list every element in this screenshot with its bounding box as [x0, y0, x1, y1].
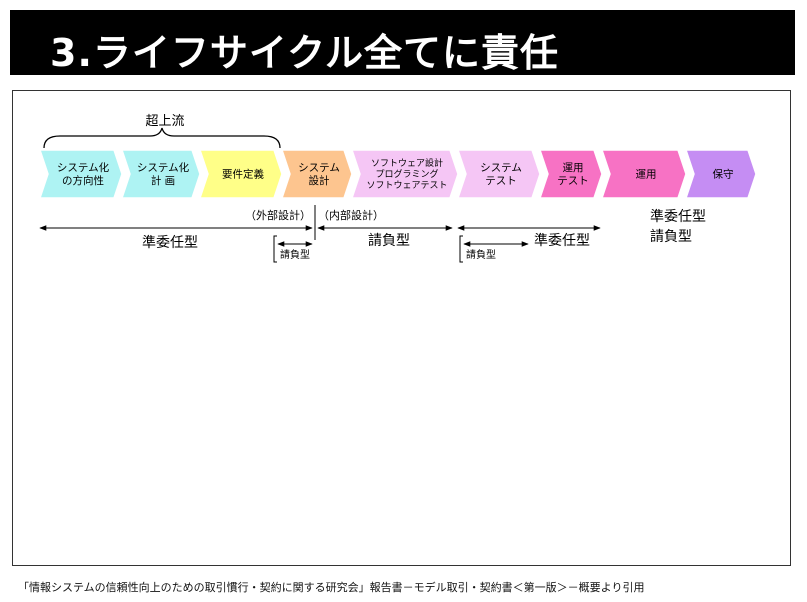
- phase-label-6-line-2: テスト: [485, 175, 517, 187]
- phase-chevron-5: [350, 149, 459, 199]
- phase-chevron-7: [538, 149, 603, 199]
- internal-design-label: （内部設計）: [318, 208, 384, 222]
- phase-label-2-line-1: システム化: [137, 161, 190, 174]
- phase-label-3-line-1: 要件定義: [222, 168, 264, 181]
- page-title: 3.ライフサイクル全てに責任: [50, 31, 559, 75]
- phase-label-8-line-1: 運用: [636, 169, 657, 181]
- contract-bracket-1: [273, 235, 277, 263]
- phase-chevron-2: [120, 149, 201, 199]
- citation-footer: 「情報システムの信頼性向上のための取引慣行・契約に関する研究会」報告書－モデル取…: [18, 581, 645, 594]
- title-bar: 3.ライフサイクル全てに責任: [10, 10, 795, 75]
- phase-label-1-line-1: システム化: [57, 161, 110, 174]
- contract-label-main: 請負型: [368, 233, 410, 249]
- phase-label-1-line-2: の方向性: [62, 174, 104, 187]
- phase-label-6-line-1: システム: [480, 162, 522, 174]
- phase-label-5-line-2: プログラミング: [375, 168, 438, 180]
- phase-chevron-6: [456, 149, 541, 199]
- right-contract-label: 請負型: [650, 229, 692, 245]
- phase-label-4-line-2: 設計: [309, 174, 330, 187]
- phase-label-2-line-2: 計 画: [151, 174, 175, 187]
- phase-chevron-4: [280, 149, 353, 199]
- phase-chevron-3: [198, 149, 283, 199]
- external-design-label: （外部設計）: [245, 208, 311, 222]
- right-quasi-label: 準委任型: [650, 209, 706, 225]
- phase-label-5-line-1: ソフトウェア設計: [371, 157, 443, 169]
- phase-chevron-9: [684, 149, 757, 199]
- contract-small-label-1: 請負型: [280, 248, 310, 261]
- phase-chevron-1: [38, 149, 123, 199]
- phase-chevron-8: [600, 149, 687, 199]
- content-frame: [12, 90, 791, 566]
- phase-label-7-line-2: テスト: [557, 175, 589, 187]
- quasi-mandate-label-1: 準委任型: [142, 235, 198, 251]
- phase-label-7-line-1: 運用: [563, 162, 584, 174]
- phase-label-4-line-1: システム: [298, 162, 340, 174]
- phase-label-5-line-3: ソフトウェアテスト: [366, 180, 447, 191]
- upstream-label: 超上流: [145, 114, 184, 129]
- phase-label-9-line-1: 保守: [713, 168, 734, 181]
- quasi-mandate-label-2: 準委任型: [534, 233, 590, 249]
- contract-bracket-2: [459, 235, 463, 263]
- upstream-brace: [43, 127, 281, 149]
- contract-small-label-2: 請負型: [466, 248, 496, 261]
